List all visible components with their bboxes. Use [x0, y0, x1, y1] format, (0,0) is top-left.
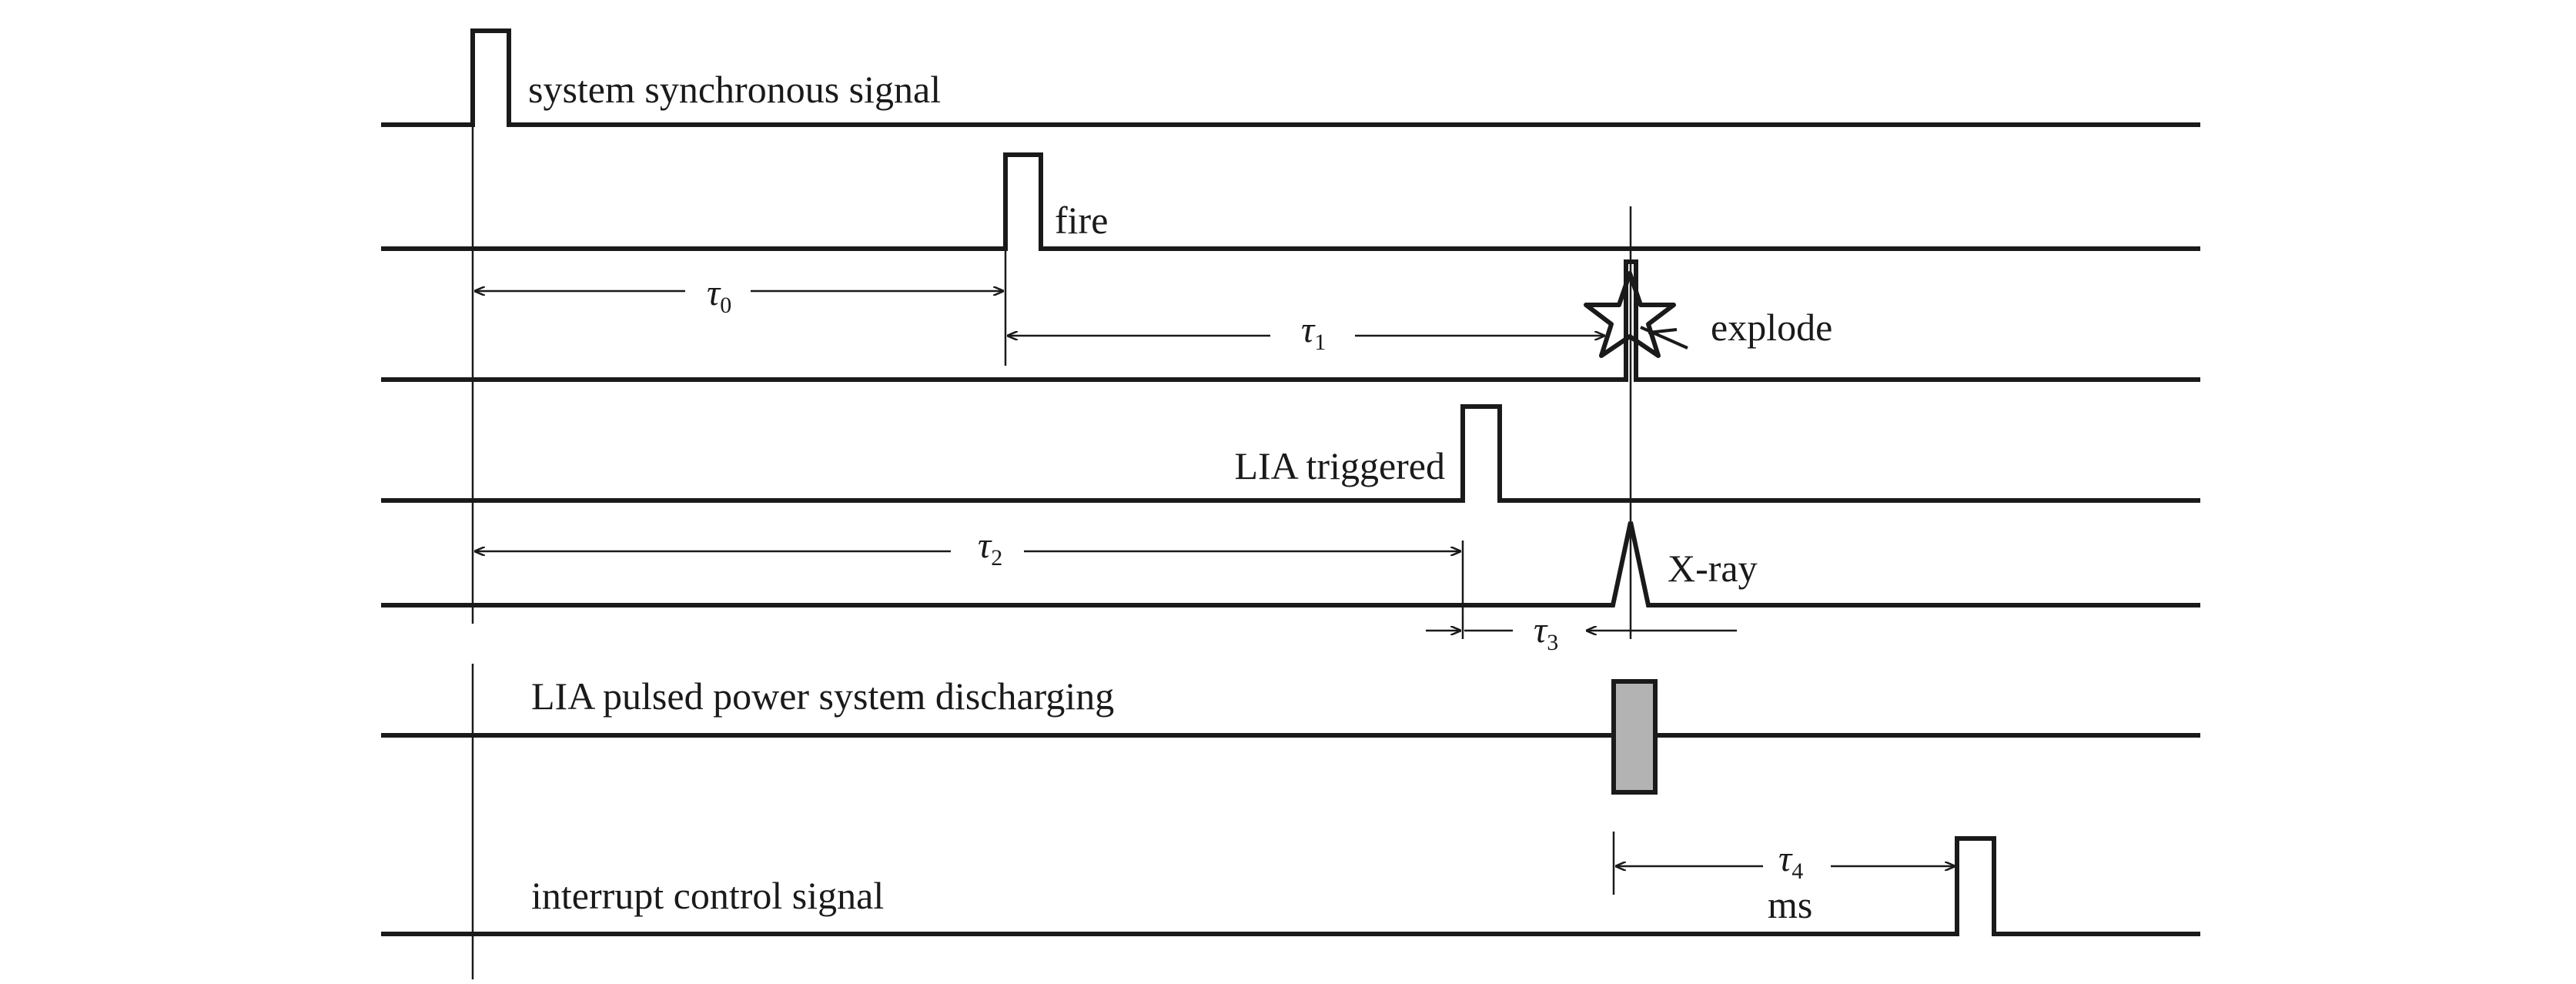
discharge-pulse-block [1611, 679, 1658, 795]
tau2-interval: τ2 [474, 525, 1461, 571]
tau1-interval: τ1 [1007, 310, 1605, 355]
lia-triggered-label: LIA triggered [1234, 444, 1445, 487]
fire-label: fire [1055, 199, 1108, 242]
tau0-label: τ0 [707, 273, 731, 318]
tau2-label: τ2 [978, 525, 1002, 571]
xray-label: X-ray [1668, 547, 1758, 590]
fire-signal: fire [381, 152, 2200, 251]
discharging-label: LIA pulsed power system discharging [531, 674, 1114, 718]
tau4-label: τ4 [1778, 838, 1803, 884]
explode-label: explode [1711, 306, 1832, 349]
tau0-interval: τ0 [474, 273, 1004, 318]
xray-signal: X-ray [381, 521, 2200, 607]
interrupt-control-signal: interrupt control signal [381, 836, 2200, 936]
lia-triggered-signal: LIA triggered [381, 404, 2200, 503]
sync-signal-label: system synchronous signal [528, 68, 941, 111]
system-synchronous-signal: system synchronous signal [381, 28, 2200, 127]
tau3-label: τ3 [1534, 610, 1558, 655]
tau3-interval: τ3 [1426, 610, 1737, 655]
tau4-interval: τ4 ms [1615, 838, 1955, 926]
tau4-unit-label: ms [1768, 883, 1812, 926]
discharging-signal: LIA pulsed power system discharging [381, 674, 2200, 795]
explode-signal: explode [381, 259, 2200, 382]
tau1-label: τ1 [1301, 310, 1326, 355]
explosion-star-icon [1584, 271, 1676, 358]
interrupt-label: interrupt control signal [531, 874, 884, 917]
